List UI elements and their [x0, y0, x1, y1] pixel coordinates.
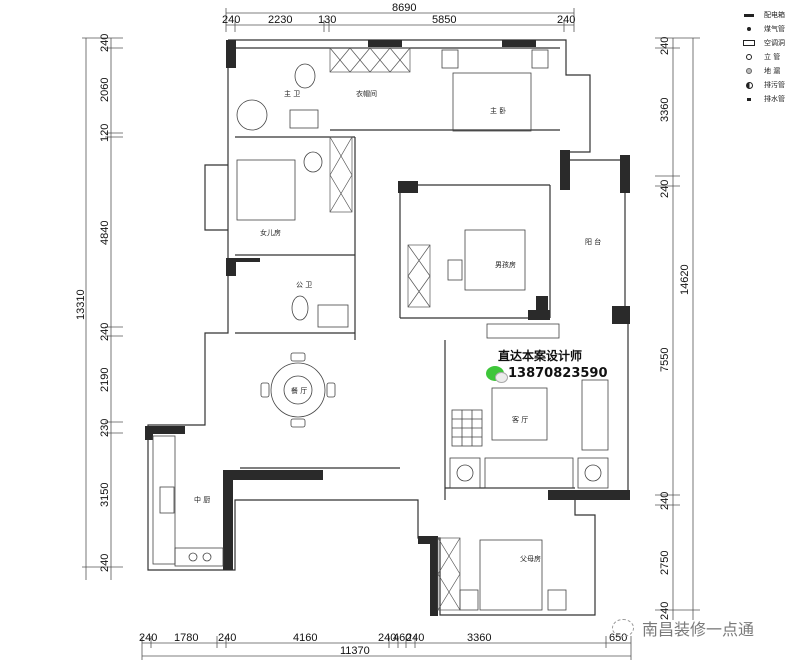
- wechat-logo-icon: [612, 619, 634, 637]
- dim-bottom-5: 460: [393, 632, 411, 644]
- legend-item: 排水管: [740, 92, 798, 106]
- dim-right-overall: 14620: [679, 264, 691, 295]
- room-parents: 父母房: [520, 554, 541, 563]
- legend-item: 地 漏: [740, 64, 798, 78]
- room-master-bedroom: 主 卧: [490, 106, 506, 115]
- sewage-pipe-icon: [740, 81, 758, 89]
- contact-phone: 13870823590: [508, 366, 608, 381]
- dim-right-2: 240: [659, 180, 671, 198]
- legend: 配电箱 煤气管 空调洞 立 管 地 漏 排污管 排水管: [740, 8, 798, 106]
- dim-left-overall: 13310: [75, 289, 87, 320]
- legend-item: 立 管: [740, 50, 798, 64]
- structural-columns: [145, 40, 630, 616]
- legend-item: 配电箱: [740, 8, 798, 22]
- room-daughter: 女儿房: [260, 228, 281, 237]
- dim-bottom-4: 240: [378, 632, 396, 644]
- designer-contact: 直达本案设计师 13870823590: [486, 347, 608, 383]
- room-kitchen: 中 厨: [194, 495, 210, 504]
- dim-left-8: 240: [99, 554, 111, 572]
- wechat-icon: [486, 366, 508, 383]
- dim-top-3: 5850: [432, 14, 456, 26]
- dim-bottom-6: 240: [406, 632, 424, 644]
- dim-right-4: 240: [659, 492, 671, 510]
- room-public-bath: 公 卫: [296, 281, 312, 289]
- dim-left-5: 2190: [99, 368, 111, 392]
- dim-left-4: 240: [99, 323, 111, 341]
- dim-right-0: 240: [659, 37, 671, 55]
- drain-pipe-icon: [740, 97, 758, 101]
- dim-right-3: 7550: [659, 348, 671, 372]
- room-living: 客 厅: [512, 415, 528, 424]
- legend-item: 煤气管: [740, 22, 798, 36]
- riser-pipe-icon: [740, 54, 758, 60]
- dim-left-0: 240: [99, 34, 111, 52]
- walls: [147, 39, 629, 616]
- distribution-box-icon: [740, 13, 758, 17]
- ac-hole-icon: [740, 40, 758, 46]
- legend-item: 排污管: [740, 78, 798, 92]
- dim-top-overall: 8690: [392, 2, 416, 14]
- dim-left-3: 4840: [99, 221, 111, 245]
- legend-item: 空调洞: [740, 36, 798, 50]
- watermark-text: 南昌装修一点通: [642, 620, 755, 639]
- dim-left-7: 3150: [99, 483, 111, 507]
- dim-top-4: 240: [557, 14, 575, 26]
- dim-bottom-2: 240: [218, 632, 236, 644]
- room-dining: 餐 厅: [291, 386, 307, 395]
- room-master-bath: 主 卫: [284, 89, 300, 98]
- contact-title: 直达本案设计师: [498, 349, 583, 363]
- cabinets: [329, 47, 461, 611]
- dim-top-2: 130: [318, 14, 336, 26]
- room-son: 男孩房: [495, 260, 516, 269]
- room-balcony: 阳 台: [585, 237, 601, 246]
- dim-left-6: 230: [99, 419, 111, 437]
- dim-right-6: 240: [659, 602, 671, 620]
- dim-left-1: 2060: [99, 78, 111, 102]
- dim-bottom-7: 3360: [467, 632, 491, 644]
- gas-pipe-icon: [740, 27, 758, 31]
- dim-bottom-overall: 11370: [340, 645, 370, 657]
- room-cloakroom: 衣帽间: [356, 89, 377, 98]
- dim-bottom-0: 240: [139, 632, 157, 644]
- dim-bottom-1: 1780: [174, 632, 198, 644]
- dim-left-2: 120: [99, 124, 111, 142]
- dim-top-0: 240: [222, 14, 240, 26]
- dim-right-1: 3360: [659, 98, 671, 122]
- dim-right-5: 2750: [659, 551, 671, 575]
- furniture: [152, 49, 609, 611]
- floor-drain-icon: [740, 68, 758, 74]
- dim-top-1: 2230: [268, 14, 292, 26]
- watermark: 南昌装修一点通: [612, 616, 754, 640]
- dim-bottom-3: 4160: [293, 632, 317, 644]
